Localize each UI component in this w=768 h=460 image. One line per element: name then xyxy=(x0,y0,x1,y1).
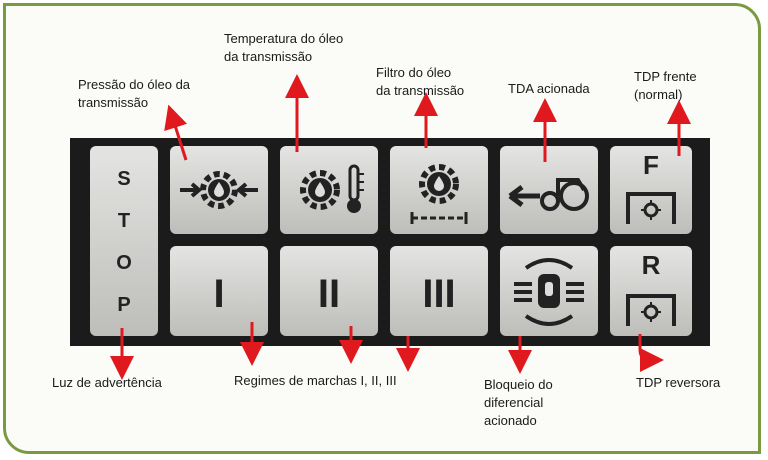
oil-filter-tile xyxy=(390,146,488,234)
stop-letter-p: P xyxy=(117,294,131,316)
stop-letter-s: S xyxy=(117,168,131,190)
fwd-engaged-tile xyxy=(500,146,598,234)
gear-2-numeral: II xyxy=(317,272,341,316)
label-warning-light: Luz de advertência xyxy=(52,375,162,390)
pto-reverse-icon xyxy=(626,294,676,326)
pto-reverse-letter: R xyxy=(641,250,661,280)
oil-pressure-tile xyxy=(170,146,268,234)
oil-pressure-icon xyxy=(180,171,258,209)
label-diff-lock: Bloqueio do diferencial acionado xyxy=(484,377,553,428)
arrow-pto-reverse xyxy=(638,334,664,372)
indicator-panel: S T O P xyxy=(70,138,710,346)
label-fwd-engaged: TDA acionada xyxy=(508,81,590,96)
gear-3-tile: III xyxy=(390,246,488,336)
oil-temperature-icon xyxy=(300,164,364,213)
oil-filter-icon xyxy=(410,164,468,224)
gear-2-tile: II xyxy=(280,246,378,336)
tractor-fwd-icon xyxy=(508,178,589,211)
gear-1-numeral: I xyxy=(213,272,225,316)
pto-reverse-tile: R xyxy=(610,246,692,336)
stop-tile: S T O P xyxy=(90,146,158,336)
stop-letter-t: T xyxy=(117,210,131,232)
stop-letter-o: O xyxy=(116,252,132,274)
arrow-oil-pressure xyxy=(164,104,188,161)
pto-front-icon xyxy=(626,192,676,224)
label-gear-ranges: Regimes de marchas I, II, III xyxy=(234,373,397,388)
label-pto-front: TDP frente (normal) xyxy=(634,69,697,102)
label-oil-filter: Filtro do óleo da transmissão xyxy=(376,65,465,98)
label-oil-pressure: Pressão do óleo da transmissão xyxy=(78,77,191,110)
pto-front-tile: F xyxy=(610,146,692,234)
diff-lock-tile xyxy=(500,246,598,336)
oil-temperature-tile xyxy=(280,146,378,234)
gear-1-tile: I xyxy=(170,246,268,336)
pto-front-letter: F xyxy=(643,150,659,180)
label-pto-reverse: TDP reversora xyxy=(636,375,721,390)
label-oil-temperature: Temperatura do óleo da transmissão xyxy=(224,31,344,64)
gear-3-numeral: III xyxy=(422,272,456,316)
diff-lock-icon xyxy=(514,258,584,326)
